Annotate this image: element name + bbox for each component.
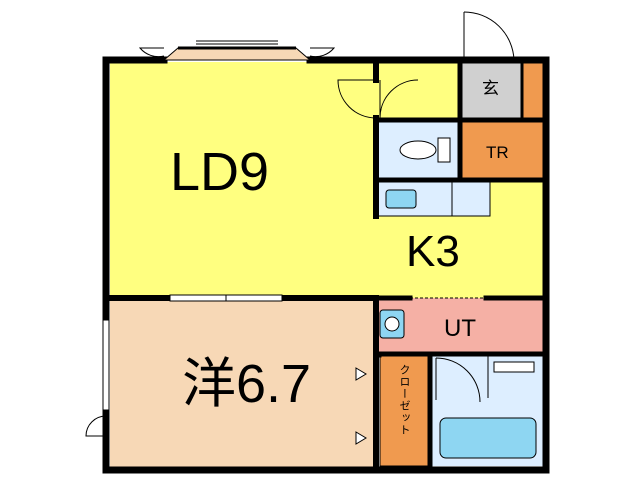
doors xyxy=(337,11,515,445)
closet xyxy=(380,356,428,466)
windows xyxy=(102,40,312,411)
ld-label: LD9 xyxy=(170,142,269,202)
ld-room xyxy=(110,62,376,298)
entrance-label: 玄 xyxy=(482,79,499,98)
entrance-floor xyxy=(460,62,522,118)
western-label: 洋6.7 xyxy=(182,354,311,414)
bathtub xyxy=(439,417,537,459)
toilet-tank xyxy=(437,137,451,163)
kitchen-label: K3 xyxy=(406,227,460,276)
kitchen-sink xyxy=(385,189,417,209)
entry-hall xyxy=(376,62,460,122)
shoe-cabinet xyxy=(522,62,544,118)
toilet-bowl xyxy=(399,140,437,160)
ut-label: UT xyxy=(444,315,476,342)
western-room xyxy=(110,298,376,468)
tr-label: TR xyxy=(486,143,509,162)
closet-label: クローゼット xyxy=(398,364,411,436)
walls xyxy=(102,56,550,474)
trunk-room xyxy=(462,122,544,178)
